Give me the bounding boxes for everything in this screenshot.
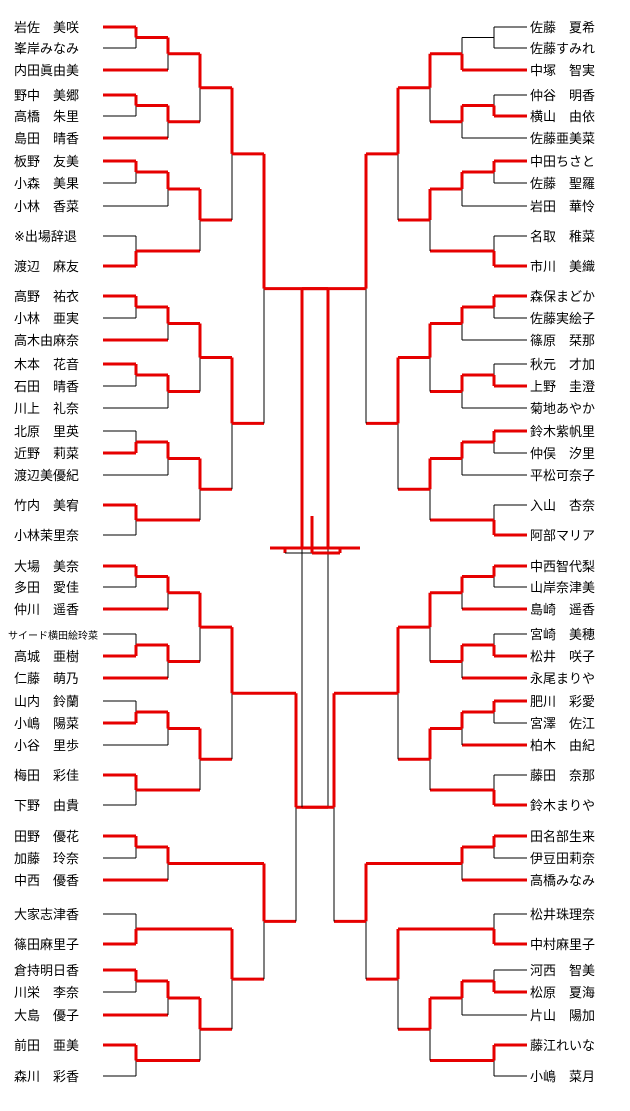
left-player-name: 多田 愛佳 (14, 580, 79, 596)
left-player-name: 渡辺美優紀 (14, 468, 79, 484)
left-player-name: 前田 亜美 (14, 1038, 79, 1054)
right-player-name: 横山 由依 (530, 110, 595, 125)
left-player-name: 仁藤 萌乃 (14, 672, 79, 687)
right-player-name: 佐藤亜美菜 (530, 132, 595, 147)
right-player-name: 田名部生来 (530, 829, 595, 845)
left-player-name: 小森 美果 (14, 177, 79, 192)
left-player-name: 渡辺 麻友 (14, 259, 79, 275)
left-player-name: 仲川 遥香 (14, 603, 79, 618)
right-player-name: 森保まどか (530, 290, 595, 305)
left-player-name: 高木由麻奈 (14, 333, 79, 349)
right-player-name: 松原 夏海 (530, 986, 595, 1001)
right-player-name: 上野 圭澄 (530, 380, 595, 395)
left-player-name: 田野 優花 (14, 829, 79, 845)
right-player-name: 仲谷 明香 (530, 89, 595, 104)
right-player-name: 阿部マリア (530, 529, 595, 544)
left-player-name: 木本 花音 (14, 357, 79, 373)
right-player-name: 宮澤 佐江 (530, 716, 595, 732)
right-player-name: 佐藤すみれ (530, 42, 595, 57)
right-player-name: 肥川 彩愛 (530, 695, 595, 710)
left-player-name: 川栄 李奈 (14, 986, 79, 1001)
right-player-name: 中村麻里子 (530, 938, 595, 953)
right-player-name: 藤江れいな (530, 1039, 595, 1054)
left-player-name: 小林茉里奈 (14, 529, 79, 544)
left-player-name: 倉持明日香 (14, 964, 79, 979)
left-player-name: サイード横田絵玲菜 (8, 629, 98, 642)
left-player-name: 内田眞由美 (14, 63, 79, 79)
right-player-name: 秋元 才加 (530, 358, 595, 373)
left-player-name: 板野 友美 (14, 154, 79, 170)
right-player-name: 佐藤実絵子 (530, 311, 595, 327)
left-player-name: 峯岸みなみ (14, 42, 79, 57)
bracket-lines (103, 25, 527, 1077)
left-player-name: 下野 由貴 (14, 799, 79, 814)
right-player-name: 永尾まりや (530, 672, 595, 687)
left-player-name: ※出場辞退 (14, 230, 77, 245)
left-player-name: 山内 鈴蘭 (14, 694, 79, 710)
left-player-name: 小嶋 陽菜 (14, 717, 79, 732)
left-player-name: 中西 優香 (14, 874, 79, 889)
right-player-name: 名取 稚菜 (530, 229, 595, 245)
left-player-name: 島田 晴香 (14, 132, 79, 147)
left-player-name: 小林 香菜 (14, 200, 79, 215)
right-player-name: 仲俣 汐里 (530, 446, 595, 462)
right-player-name: 柏木 由紀 (530, 739, 595, 754)
right-player-name: 入山 杏奈 (530, 499, 595, 514)
right-player-name: 小嶋 菜月 (530, 1070, 595, 1085)
left-player-name: 森川 彩香 (14, 1070, 79, 1085)
left-player-name: 北原 里英 (14, 425, 79, 440)
right-player-name: 鈴木まりや (530, 799, 595, 814)
left-player-name: 小谷 里歩 (14, 739, 79, 754)
right-player-name: 宮崎 美穂 (530, 627, 595, 643)
left-player-name: 近野 莉菜 (14, 447, 79, 462)
left-player-name: 加藤 玲奈 (14, 852, 79, 867)
right-player-name: 松井 咲子 (530, 649, 595, 665)
left-player-name: 篠田麻里子 (14, 938, 79, 953)
right-player-name: 藤田 奈那 (530, 769, 595, 784)
left-player-name: 梅田 彩佳 (14, 769, 79, 784)
right-player-name: 中西智代梨 (530, 560, 595, 575)
right-player-name: 松井珠理奈 (530, 908, 595, 923)
right-player-name: 篠原 栞那 (530, 334, 595, 349)
left-player-name: 大場 美奈 (14, 560, 79, 575)
right-player-name: 菊地あやか (530, 402, 595, 417)
left-player-name: 高橋 朱里 (14, 109, 79, 125)
left-player-name: 高城 亜樹 (14, 649, 79, 665)
left-player-name: 大島 優子 (14, 1009, 79, 1024)
right-player-name: 中塚 智実 (530, 63, 595, 79)
left-player-name: 大家志津香 (14, 907, 79, 923)
right-player-name: 佐藤 夏希 (530, 21, 595, 36)
right-player-name: 高橋みなみ (530, 873, 595, 889)
right-player-name: 鈴木紫帆里 (530, 425, 595, 440)
left-player-name: 小林 亜実 (14, 311, 79, 327)
right-player-name: 平松可奈子 (530, 469, 595, 484)
left-player-name: 石田 晴香 (14, 380, 79, 395)
right-player-name: 山岸奈津美 (530, 581, 595, 596)
right-player-name: 河西 智美 (530, 964, 595, 979)
right-player-name: 佐藤 聖羅 (530, 177, 595, 192)
right-player-name: 片山 陽加 (530, 1009, 595, 1024)
left-player-name: 岩佐 美咲 (14, 20, 79, 36)
left-player-name: 野中 美郷 (14, 89, 79, 104)
right-player-name: 島崎 遥香 (530, 603, 595, 618)
right-player-name: 市川 美織 (530, 259, 595, 275)
right-player-name: 岩田 華怜 (530, 200, 595, 215)
left-player-name: 川上 礼奈 (14, 401, 79, 417)
right-player-name: 中田ちさと (530, 155, 595, 170)
right-player-name: 伊豆田莉奈 (530, 852, 595, 867)
left-player-name: 高野 祐衣 (14, 289, 79, 305)
left-player-name: 竹内 美宥 (14, 498, 79, 514)
